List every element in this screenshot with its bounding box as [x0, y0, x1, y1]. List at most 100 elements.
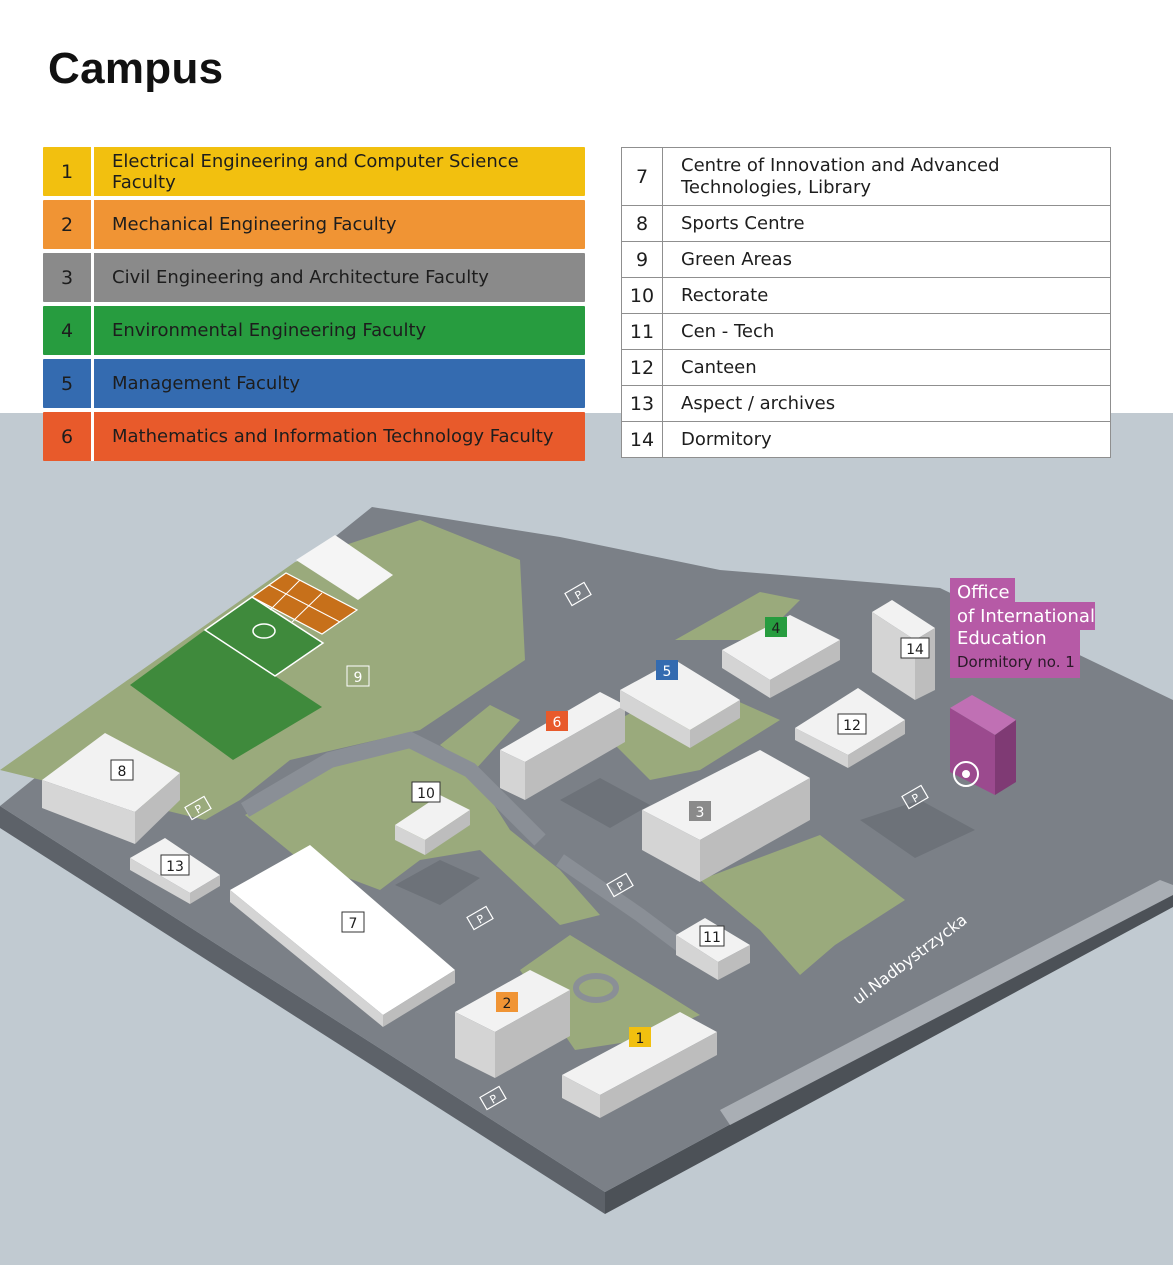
dormitory-1-highlight[interactable] — [950, 695, 1016, 795]
marker-13[interactable]: 13 — [160, 854, 190, 876]
faculty-number: 2 — [43, 200, 94, 249]
map-markers: 1 2 3 4 5 6 7 8 9 10 11 12 13 14 — [110, 617, 930, 1047]
building-label: Centre of Innovation and Advanced Techno… — [681, 154, 1000, 198]
building-row-14: 14 Dormitory — [622, 421, 1110, 457]
marker-3[interactable]: 3 — [689, 801, 711, 821]
faculty-label: Management Faculty — [112, 373, 301, 394]
faculty-legend: 1 Electrical Engineering and Computer Sci… — [43, 147, 585, 461]
building-label: Rectorate — [681, 284, 769, 306]
football-pitch — [203, 596, 325, 677]
faculty-row-1: 1 Electrical Engineering and Computer Sci… — [43, 147, 585, 196]
building-label: Dormitory — [681, 428, 772, 450]
building-number: 7 — [622, 148, 663, 205]
building-3[interactable] — [642, 750, 810, 882]
faculty-number: 4 — [43, 306, 94, 355]
court-line — [291, 592, 323, 623]
faculty-label: Mechanical Engineering Faculty — [112, 214, 397, 235]
court-line — [268, 584, 341, 623]
building-number: 13 — [622, 386, 663, 421]
faculty-number: 6 — [43, 412, 94, 461]
location-pin-dot — [962, 770, 970, 778]
marker-12[interactable]: 12 — [837, 713, 867, 735]
map-base-left-side — [0, 806, 605, 1214]
callout-line-2: of International — [957, 606, 1095, 627]
faculty-label: Electrical Engineering and Computer Scie… — [112, 150, 519, 193]
callout-box-2 — [950, 602, 1095, 630]
marker-10[interactable]: 10 — [411, 781, 441, 803]
building-row-10: 10 Rectorate — [622, 277, 1110, 313]
marker-14[interactable]: 14 — [900, 637, 930, 659]
building-number: 12 — [622, 350, 663, 385]
faculty-row-5: 5 Management Faculty — [43, 359, 585, 408]
page-title: Campus — [48, 44, 224, 93]
faculty-row-2: 2 Mechanical Engineering Faculty — [43, 200, 585, 249]
pitch-circle — [252, 623, 276, 639]
building-label: Cen - Tech — [681, 320, 775, 342]
sports-field-white — [296, 535, 393, 600]
building-4[interactable] — [722, 615, 840, 698]
marker-5[interactable]: 5 — [656, 660, 678, 680]
building-number: 10 — [622, 278, 663, 313]
marker-11[interactable]: 11 — [699, 925, 725, 947]
building-1[interactable] — [562, 1012, 717, 1118]
building-14[interactable] — [872, 600, 935, 700]
faculty-number: 5 — [43, 359, 94, 408]
building-label: Canteen — [681, 356, 757, 378]
building-label: Aspect / archives — [681, 392, 836, 414]
building-5[interactable] — [620, 660, 740, 748]
faculty-row-4: 4 Environmental Engineering Faculty — [43, 306, 585, 355]
street-nadbystrzycka — [720, 880, 1173, 1125]
campus-road — [240, 731, 546, 846]
faculty-label: Civil Engineering and Architecture Facul… — [112, 267, 489, 288]
building-row-8: 8 Sports Centre — [622, 205, 1110, 241]
office-callout[interactable]: Office of International Education Dormit… — [950, 578, 1095, 678]
marker-label: 14 — [906, 642, 924, 658]
building-number: 11 — [622, 314, 663, 349]
marker-label: 1 — [636, 1031, 645, 1047]
building-row-7: 7 Centre of Innovation and Advanced Techn… — [622, 148, 1110, 205]
marker-label: 8 — [118, 764, 127, 780]
building-row-11: 11 Cen - Tech — [622, 313, 1110, 349]
location-pin-icon — [953, 761, 979, 787]
green-area-small — [440, 705, 520, 770]
parking-area — [395, 860, 480, 905]
marker-label: 9 — [354, 670, 363, 686]
green-area-east — [700, 835, 905, 975]
court-line — [269, 579, 301, 611]
building-number: 8 — [622, 206, 663, 241]
field-dark — [130, 630, 322, 760]
marker-4[interactable]: 4 — [765, 617, 787, 637]
marker-9[interactable]: 9 — [346, 665, 370, 687]
building-number: 9 — [622, 242, 663, 277]
parking-area — [560, 778, 650, 828]
marker-label: 4 — [772, 621, 781, 637]
marker-6[interactable]: 6 — [546, 711, 568, 731]
building-label: Sports Centre — [681, 212, 805, 234]
marker-label: 13 — [166, 859, 184, 875]
marker-7[interactable]: 7 — [341, 911, 365, 933]
building-row-12: 12 Canteen — [622, 349, 1110, 385]
marker-8[interactable]: 8 — [110, 759, 134, 781]
building-10[interactable] — [395, 795, 470, 855]
faculty-label: Mathematics and Information Technology F… — [112, 426, 554, 447]
marker-label: 3 — [696, 805, 705, 821]
callout-box-3 — [950, 630, 1080, 678]
callout-line-3: Education — [957, 628, 1047, 649]
callout-line-1: Office — [957, 582, 1010, 603]
marker-label: 2 — [503, 996, 512, 1012]
callout-line-4: Dormitory no. 1 — [957, 653, 1075, 671]
marker-label: 10 — [417, 786, 435, 802]
building-legend: 7 Centre of Innovation and Advanced Techn… — [621, 147, 1111, 458]
faculty-label: Environmental Engineering Faculty — [112, 320, 427, 341]
marker-label: 6 — [553, 715, 562, 731]
marker-1[interactable]: 1 — [629, 1027, 651, 1047]
marker-2[interactable]: 2 — [496, 992, 518, 1012]
faculty-number: 1 — [43, 147, 94, 196]
marker-label: 5 — [663, 664, 672, 680]
building-number: 14 — [622, 422, 663, 457]
faculty-row-6: 6 Mathematics and Information Technology … — [43, 412, 585, 461]
callout-box-1 — [950, 578, 1015, 602]
